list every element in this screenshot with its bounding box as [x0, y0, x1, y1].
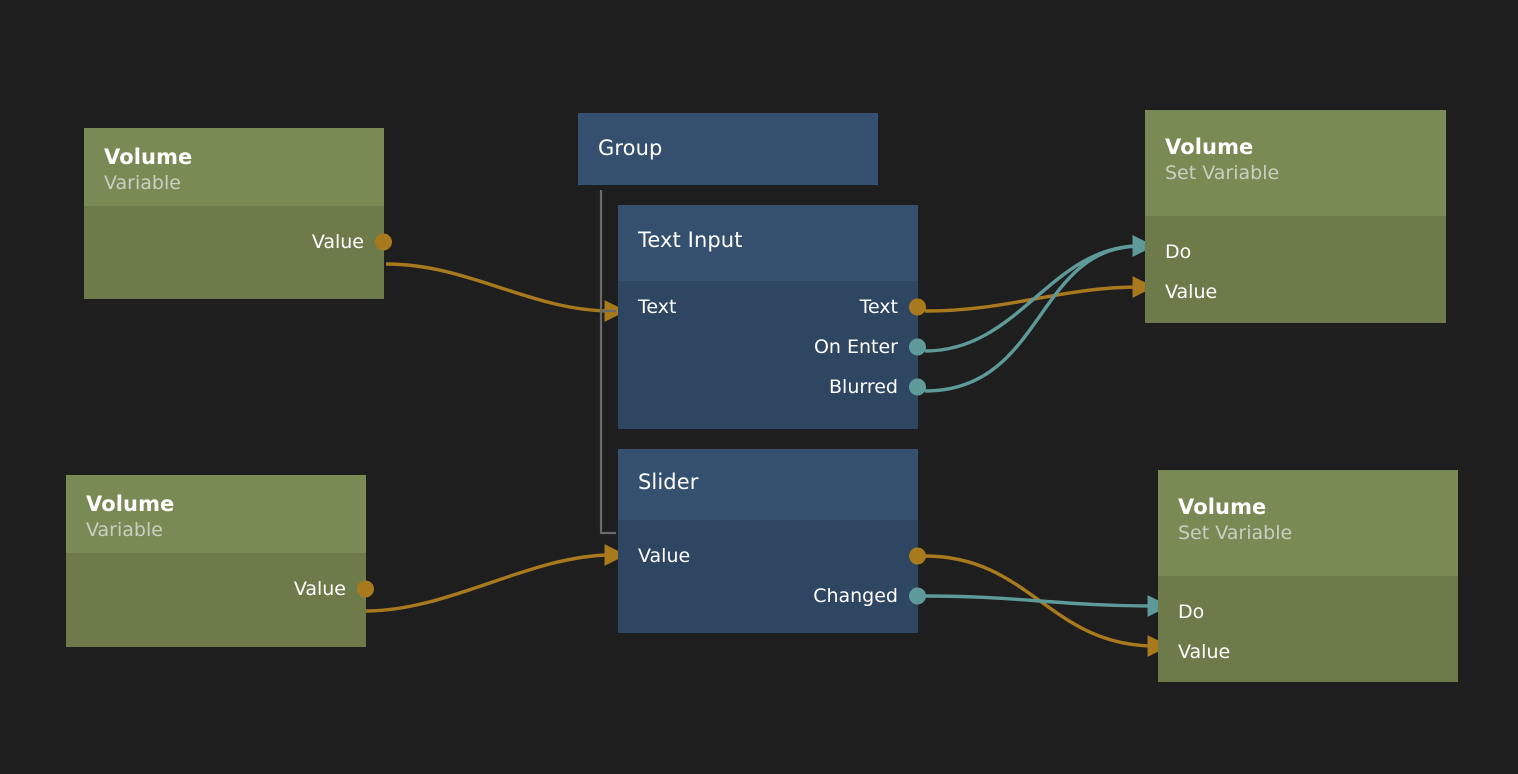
node-body: Value Changed: [618, 520, 926, 633]
node-header: Volume Variable: [84, 128, 384, 206]
node-header: Text Input: [618, 205, 918, 281]
node-body: Value: [84, 206, 392, 299]
node-header: Volume Variable: [66, 475, 366, 553]
port-label: Value: [311, 231, 364, 253]
node-volume-set-variable-top[interactable]: Volume Set Variable Do Value: [1145, 110, 1446, 323]
port-row-input-text[interactable]: Text Text: [618, 287, 926, 327]
node-title: Volume: [1178, 495, 1267, 519]
port-label-out: Text: [859, 296, 898, 318]
node-title: Volume: [104, 145, 193, 169]
edge-slider-changed-to-setvar-bottom-do: [924, 594, 1170, 617]
node-slider[interactable]: Slider Value Changed: [618, 449, 926, 633]
port-label: On Enter: [813, 336, 898, 358]
edge-textinput-text-to-setvar-top-value: [924, 276, 1155, 313]
node-volume-variable-top[interactable]: Volume Variable Value: [84, 128, 392, 299]
edge-textinput-blurred-to-setvar-top-do: [924, 235, 1155, 393]
port-row-output-blurred[interactable]: Blurred: [618, 367, 926, 407]
port-label: Value: [1165, 281, 1218, 303]
output-port-value[interactable]: [909, 547, 926, 565]
edge-textinput-onenter-to-setvar-top-do: [924, 235, 1155, 353]
node-title: Group: [598, 136, 663, 160]
port-row-output-value[interactable]: Value: [66, 569, 374, 609]
node-header: Volume Set Variable: [1145, 110, 1446, 216]
node-header: Slider: [618, 449, 918, 520]
output-port-text[interactable]: [909, 298, 926, 316]
port-row-input-value[interactable]: Value: [618, 536, 926, 576]
node-subtitle: Variable: [104, 172, 181, 194]
node-title: Text Input: [638, 228, 743, 252]
port-row-output-on-enter[interactable]: On Enter: [618, 327, 926, 367]
port-row-input-value[interactable]: Value: [1158, 632, 1458, 672]
port-row-output-changed[interactable]: Changed: [618, 576, 926, 616]
port-row-input-do[interactable]: Do: [1158, 592, 1458, 632]
node-subtitle: Set Variable: [1165, 162, 1280, 184]
port-row-output-value[interactable]: Value: [84, 222, 392, 262]
port-row-input-do[interactable]: Do: [1145, 232, 1446, 272]
group-tree-connector: [599, 190, 616, 535]
node-title: Volume: [86, 492, 175, 516]
port-row-input-value[interactable]: Value: [1145, 272, 1446, 312]
node-volume-variable-bottom[interactable]: Volume Variable Value: [66, 475, 374, 647]
port-label: Value: [293, 578, 346, 600]
node-subtitle: Set Variable: [1178, 522, 1293, 544]
output-port-value[interactable]: [357, 580, 374, 598]
node-header: Volume Set Variable: [1158, 470, 1458, 576]
port-label: Do: [1165, 241, 1192, 263]
node-body: Do Value: [1158, 576, 1458, 682]
node-text-input[interactable]: Text Input Text Text On Enter Blurred: [618, 205, 926, 429]
node-group[interactable]: Group: [578, 113, 878, 185]
node-subtitle: Variable: [86, 519, 163, 541]
port-label: Blurred: [829, 376, 898, 398]
node-body: Value: [66, 553, 374, 647]
output-port-blurred[interactable]: [909, 378, 926, 396]
output-port-changed[interactable]: [909, 587, 926, 605]
node-volume-set-variable-bottom[interactable]: Volume Set Variable Do Value: [1158, 470, 1458, 682]
node-body: Text Text On Enter Blurred: [618, 281, 926, 429]
output-port-value[interactable]: [375, 233, 392, 251]
port-label: Changed: [813, 585, 898, 607]
edge-volume-top-value-to-textinput-text: [385, 262, 627, 322]
node-body: Do Value: [1145, 216, 1446, 323]
output-port-on-enter[interactable]: [909, 338, 926, 356]
node-title: Slider: [638, 470, 699, 494]
port-label: Value: [638, 545, 691, 567]
node-header: Group: [578, 113, 878, 185]
node-title: Volume: [1165, 135, 1254, 159]
edge-slider-value-to-setvar-bottom-value: [924, 554, 1170, 657]
port-label: Text: [638, 296, 677, 318]
port-label: Do: [1178, 601, 1205, 623]
edge-volume-bottom-value-to-slider-value: [365, 544, 627, 613]
port-label: Value: [1178, 641, 1231, 663]
